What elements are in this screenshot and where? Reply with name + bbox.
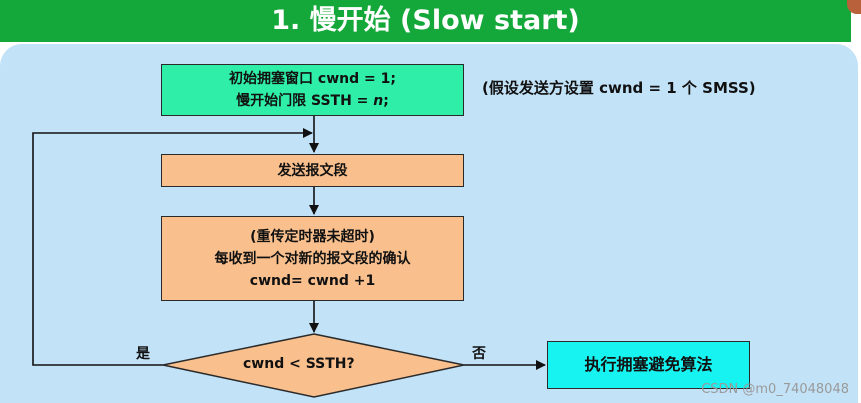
send-segment-label: 发送报文段	[277, 162, 348, 179]
decision-label: cwnd < SSTH?	[243, 356, 355, 372]
corner-decoration	[847, 0, 861, 14]
init-box: 初始拥塞窗口 cwnd = 1; 慢开始门限 SSTH = n;	[161, 64, 464, 116]
ack-line-1: (重传定时器未超时)	[250, 228, 375, 245]
init-line-1: 初始拥塞窗口 cwnd = 1;	[229, 71, 396, 87]
watermark: CSDN @m0_74048048	[701, 382, 849, 397]
ack-line-3: cwnd= cwnd +1	[249, 272, 376, 289]
ack-update-box: (重传定时器未超时) 每收到一个对新的报文段的确认 cwnd= cwnd +1	[161, 216, 464, 301]
congestion-avoidance-label: 执行拥塞避免算法	[584, 355, 713, 374]
arrow-loop-yes	[32, 128, 313, 366]
assumption-note: (假设发送方设置 cwnd = 1 个 SMSS)	[482, 79, 756, 97]
slide-title: 1. 慢开始 (Slow start)	[271, 5, 580, 36]
send-segment-box: 发送报文段	[161, 154, 464, 187]
congestion-avoidance-box: 执行拥塞避免算法	[547, 341, 750, 389]
title-bar: 1. 慢开始 (Slow start)	[0, 0, 851, 42]
ack-line-2: 每收到一个对新的报文段的确认	[214, 250, 411, 267]
no-label: 否	[472, 346, 486, 362]
yes-label: 是	[136, 346, 150, 362]
init-line-2: 慢开始门限 SSTH = n;	[236, 93, 389, 109]
decision-diamond	[162, 333, 465, 398]
